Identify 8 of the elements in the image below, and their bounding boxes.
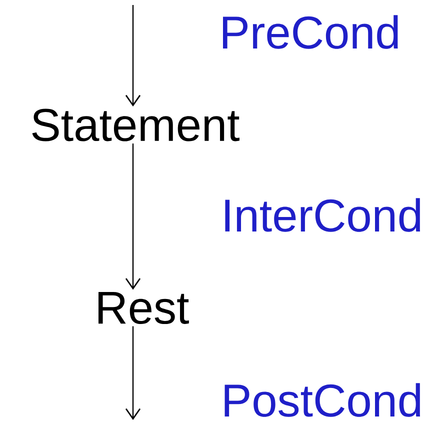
edge-label: PostCond xyxy=(224,383,420,417)
arrow xyxy=(125,326,141,420)
edge-label: PreCond xyxy=(223,15,398,49)
statement-text: Rest xyxy=(98,292,189,324)
edge-label: InterCond xyxy=(225,198,420,232)
statement-text: Statement xyxy=(32,108,240,142)
arrow xyxy=(125,143,141,290)
arrow xyxy=(125,5,141,107)
